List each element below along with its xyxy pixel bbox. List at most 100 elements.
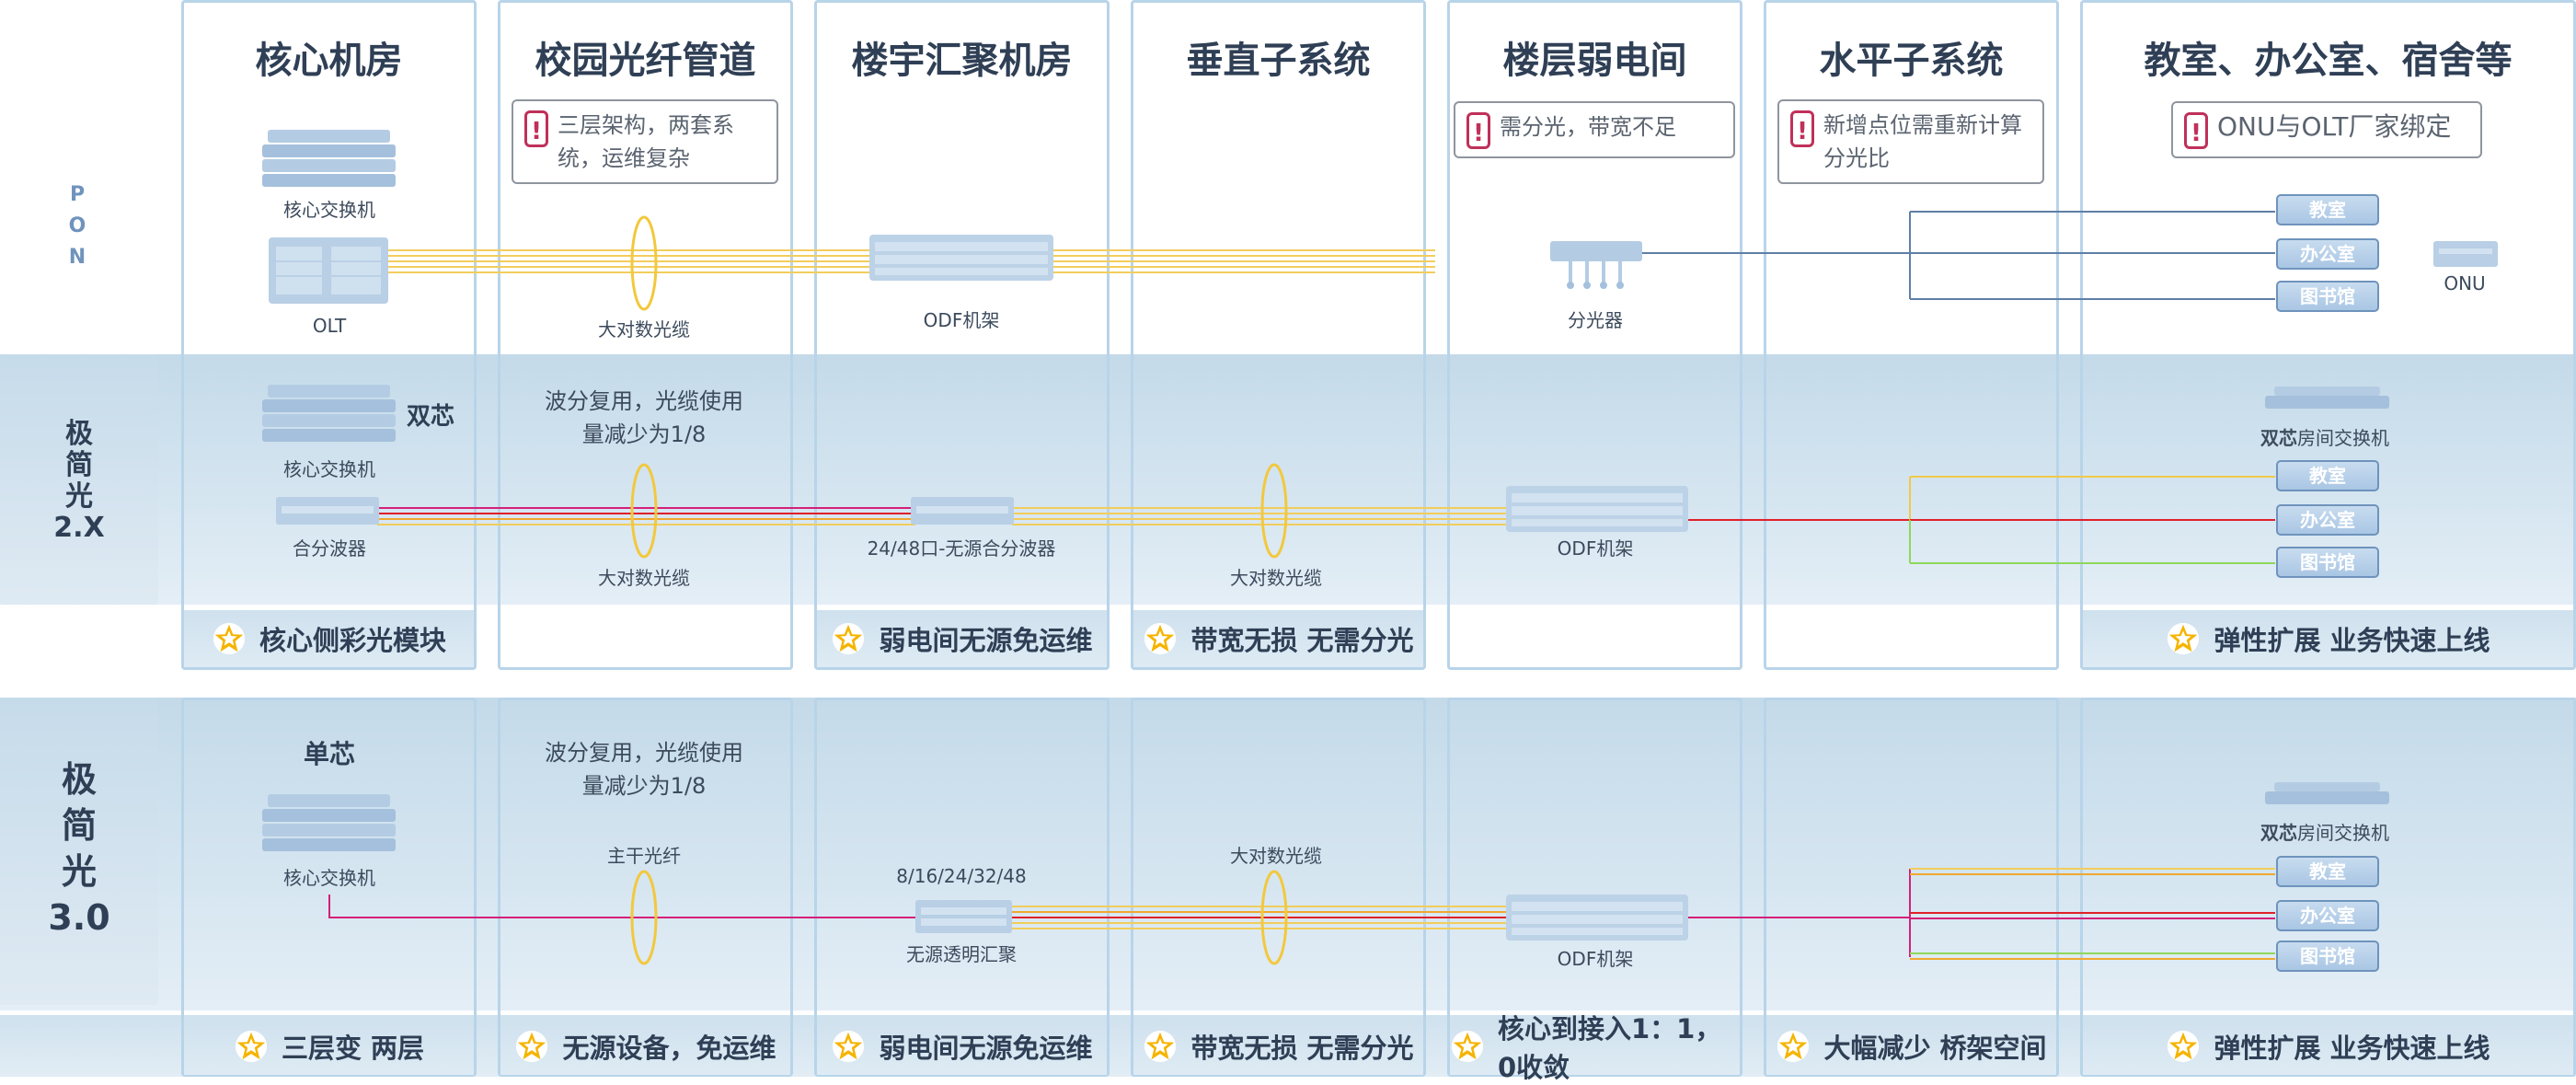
column-title: 水平子系统 (1819, 40, 2004, 82)
column-title: 楼宇汇聚机房 (851, 40, 1073, 82)
olt-icon (269, 237, 388, 304)
star-icon (1777, 1030, 1810, 1063)
olt-label: OLT (312, 315, 347, 337)
column-title: 教室、办公室、宿舍等 (2144, 40, 2513, 82)
row-label-pon-o: O (68, 214, 88, 237)
row-label-v3-bg (0, 698, 158, 1005)
v3-trunk-fiber (328, 895, 1509, 929)
v2-core-switch-icon (262, 385, 396, 442)
v3-room-library: 图书馆 (2276, 941, 2379, 972)
passive-mux-label: 24/48口-无源合分波器 (867, 537, 1056, 560)
pon-core-switch-label: 核心交换机 (283, 199, 375, 221)
v2-benefit-core-room: 核心侧彩光模块 (184, 610, 474, 667)
v2-room-switch-text: 房间交换机 (2297, 427, 2389, 449)
v2-drop-fiber (1688, 476, 2275, 564)
v2-benefit-text: 弱电间无源免运维 (879, 625, 1093, 656)
v3-wdm-note: 波分复用，光缆使用 量减少为1/8 (545, 736, 743, 802)
pon-warning-horizontal-subsystem: !新增点位需重新计算分光比 (1777, 99, 2044, 184)
pon-warning-text: 新增点位需重新计算分光比 (1823, 112, 2022, 171)
v3-benefit-text: 弹性扩展 业务快速上线 (2214, 1033, 2490, 1064)
v2-benefit-text: 带宽无损 无需分光 (1190, 625, 1414, 656)
v2-room-office: 办公室 (2276, 504, 2379, 536)
star-icon (833, 1030, 865, 1063)
v3-benefit-horizontal-subsystem: 大幅减少 桥架空间 (1766, 1018, 2056, 1075)
v2-odf-rack-icon (1506, 486, 1688, 532)
pon-room-classroom: 教室 (2276, 194, 2379, 225)
star-icon (2168, 1030, 2200, 1063)
pon-room-office: 办公室 (2276, 238, 2379, 270)
v3-benefit-text: 带宽无损 无需分光 (1190, 1033, 1414, 1064)
star-icon (2168, 622, 2200, 655)
star-icon (213, 622, 246, 655)
passive-aggregation-icon (915, 900, 1012, 933)
row-label-v2-bg (0, 354, 158, 605)
v2-benefit-vertical-subsystem: 带宽无损 无需分光 (1133, 610, 1423, 667)
pon-warning-text: 三层架构，两套系统，运维复杂 (558, 112, 734, 171)
pon-warning-text: ONU与OLT厂家绑定 (2217, 111, 2452, 142)
v3-benefit-building-aggregation-room: 弱电间无源免运维 (817, 1018, 1107, 1075)
v3-room-switch-bold: 双芯 (2260, 822, 2297, 844)
v2-room-switch-label: 双芯房间交换机 (2260, 423, 2389, 450)
v3-benefit-campus-fiber-duct: 无源设备，免运维 (500, 1018, 790, 1075)
pon-odf-label: ODF机架 (923, 309, 1000, 331)
star-icon (1144, 1030, 1177, 1063)
pon-drop-fiber (1642, 211, 2275, 300)
v2-cable-bundle-1 (630, 463, 658, 559)
row-label-v2-char2: 简 (65, 449, 93, 481)
v3-cable-bundle-1 (630, 870, 658, 965)
v3-benefit-core-room: 三层变 两层 (184, 1018, 474, 1075)
row-label-v2-char1: 极 (65, 418, 93, 450)
v2-benefit-text: 核心侧彩光模块 (259, 625, 446, 656)
v2-benefit-rooms-area: 弹性扩展 业务快速上线 (2083, 610, 2573, 667)
v3-column-core-room: 三层变 两层 (181, 698, 477, 1077)
warning-icon: ! (1466, 112, 1490, 149)
v2-odf-label: ODF机架 (1557, 537, 1634, 560)
column-title: 垂直子系统 (1186, 40, 1371, 82)
v3-cable-label: 大对数光缆 (1230, 845, 1322, 867)
v3-room-switch-icon (2265, 782, 2389, 804)
row-label-pon-n: N (68, 246, 88, 269)
v3-column-vertical-subsystem: 带宽无损 无需分光 (1131, 698, 1426, 1077)
v2-wdm-note: 波分复用，光缆使用 量减少为1/8 (545, 385, 743, 451)
row-label-pon: P O N (55, 179, 101, 273)
pon-warning-floor-weak-current-room: ! 需分光，带宽不足 (1454, 101, 1735, 158)
warning-icon: ! (2184, 112, 2208, 149)
pon-cable-label: 大对数光缆 (598, 318, 690, 341)
v2-room-library: 图书馆 (2276, 547, 2379, 578)
row-label-v3-char4: 3.0 (48, 897, 110, 938)
mux-label: 合分波器 (293, 537, 366, 560)
v3-odf-rack-icon (1506, 895, 1688, 941)
v2-room-switch-bold: 双芯 (2260, 427, 2297, 449)
mux-icon (276, 497, 379, 525)
column-title: 楼层弱电间 (1502, 40, 1687, 82)
row-label-v3-char1: 极 (61, 759, 97, 800)
column-rooms-area: 教室、办公室、宿舍等弹性扩展 业务快速上线 (2080, 0, 2576, 670)
v3-ports-label: 8/16/24/32/48 (896, 865, 1027, 887)
v3-benefit-text: 大幅减少 桥架空间 (1823, 1033, 2047, 1064)
v2-room-switch-icon (2265, 387, 2389, 409)
star-icon (516, 1030, 548, 1063)
v3-core-switch-label: 核心交换机 (283, 867, 375, 889)
v3-benefit-rooms-area: 弹性扩展 业务快速上线 (2083, 1018, 2573, 1075)
v3-wdm-note-line: 波分复用，光缆使用 量减少为1/8 (545, 740, 743, 799)
column-core-room: 核心机房核心侧彩光模块 (181, 0, 477, 670)
row-label-v3: 极 简 光 3.0 (0, 756, 158, 941)
v3-single-core: 单芯 (303, 739, 356, 769)
v2-cable2-label: 大对数光缆 (1230, 567, 1322, 589)
pon-warning-text: 需分光，带宽不足 (1500, 114, 1676, 140)
v3-room-switch-text: 房间交换机 (2297, 822, 2389, 844)
onu-label: ONU (2444, 272, 2486, 294)
pon-cable-bundle (630, 215, 658, 311)
row-label-v3-char3: 光 (61, 851, 97, 892)
splitter-label: 分光器 (1568, 309, 1623, 331)
column-title: 校园光纤管道 (535, 40, 756, 82)
warning-icon: ! (1790, 110, 1814, 147)
column-building-aggregation-room: 楼宇汇聚机房弱电间无源免运维 (814, 0, 1110, 670)
passive-mux-icon (911, 497, 1014, 525)
row-label-v2-char3: 光 (65, 480, 93, 513)
v2-benefit-building-aggregation-room: 弱电间无源免运维 (817, 610, 1107, 667)
star-icon (235, 1030, 268, 1063)
pon-warning-rooms-area: ! ONU与OLT厂家绑定 (2171, 101, 2482, 158)
v2-trunk-fiber (377, 507, 1509, 525)
v2-cable-label: 大对数光缆 (598, 567, 690, 589)
